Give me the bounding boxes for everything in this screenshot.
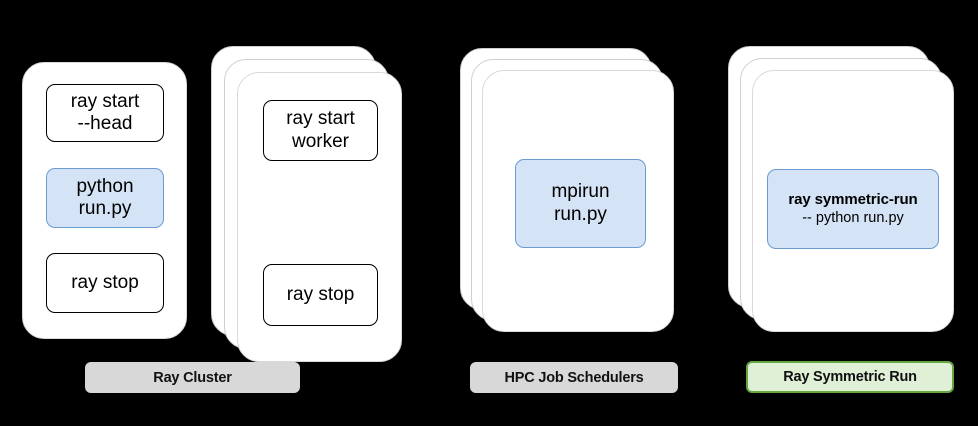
cmd-ray-stop-worker[interactable]: ray stop (263, 264, 378, 326)
cmd-line: -- python run.py (802, 209, 904, 226)
cmd-line: ray stop (286, 283, 355, 305)
cmd-line: ray symmetric-run (788, 191, 918, 209)
cmd-line: python (76, 175, 134, 197)
group-label-ray-symmetric-run[interactable]: Ray Symmetric Run (746, 361, 954, 393)
cmd-ray-start-worker[interactable]: ray start worker (263, 100, 378, 161)
group-label-ray-cluster[interactable]: Ray Cluster (85, 362, 300, 393)
cmd-python-run-py[interactable]: python run.py (46, 168, 164, 228)
group-label-text: Ray Symmetric Run (783, 369, 917, 385)
cmd-line: ray start (286, 108, 355, 130)
cmd-line: mpirun (551, 181, 610, 203)
cmd-line: --head (77, 113, 133, 134)
cmd-ray-stop-head[interactable]: ray stop (46, 253, 164, 313)
cmd-line: ray stop (71, 271, 139, 293)
cmd-line: ray start (70, 90, 140, 112)
cmd-line: worker (291, 130, 349, 152)
cmd-mpirun-run-py[interactable]: mpirun run.py (515, 159, 646, 248)
group-label-hpc-job-schedulers[interactable]: HPC Job Schedulers (470, 362, 678, 393)
cmd-line: run.py (78, 198, 132, 219)
group-label-text: Ray Cluster (153, 369, 232, 386)
cmd-line: run.py (554, 203, 607, 225)
group-label-text: HPC Job Schedulers (504, 369, 644, 386)
cmd-ray-start-head[interactable]: ray start --head (46, 84, 164, 142)
cmd-ray-symmetric-run[interactable]: ray symmetric-run -- python run.py (767, 169, 939, 249)
